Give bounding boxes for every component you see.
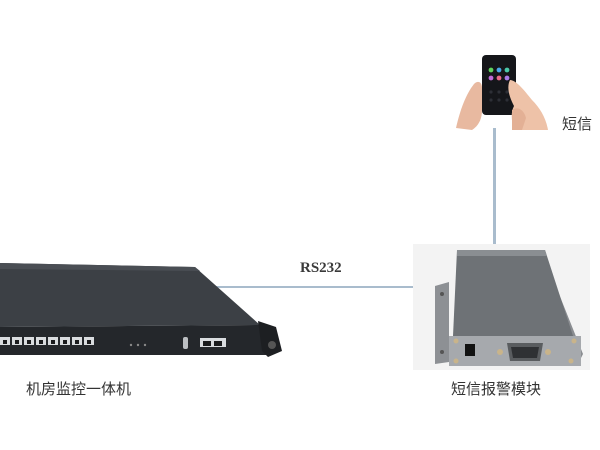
sms-connector-line — [493, 128, 496, 246]
rs232-connector-line — [215, 286, 415, 288]
module-label: 短信报警模块 — [451, 380, 542, 398]
server-label: 机房监控一体机 — [26, 380, 132, 398]
rack-server-icon — [0, 255, 290, 370]
sms-alarm-module-icon — [413, 244, 590, 370]
rs232-label: RS232 — [300, 260, 342, 276]
mobile-phone-in-hand-icon — [452, 50, 552, 130]
phone-label: 短信 — [562, 115, 593, 133]
